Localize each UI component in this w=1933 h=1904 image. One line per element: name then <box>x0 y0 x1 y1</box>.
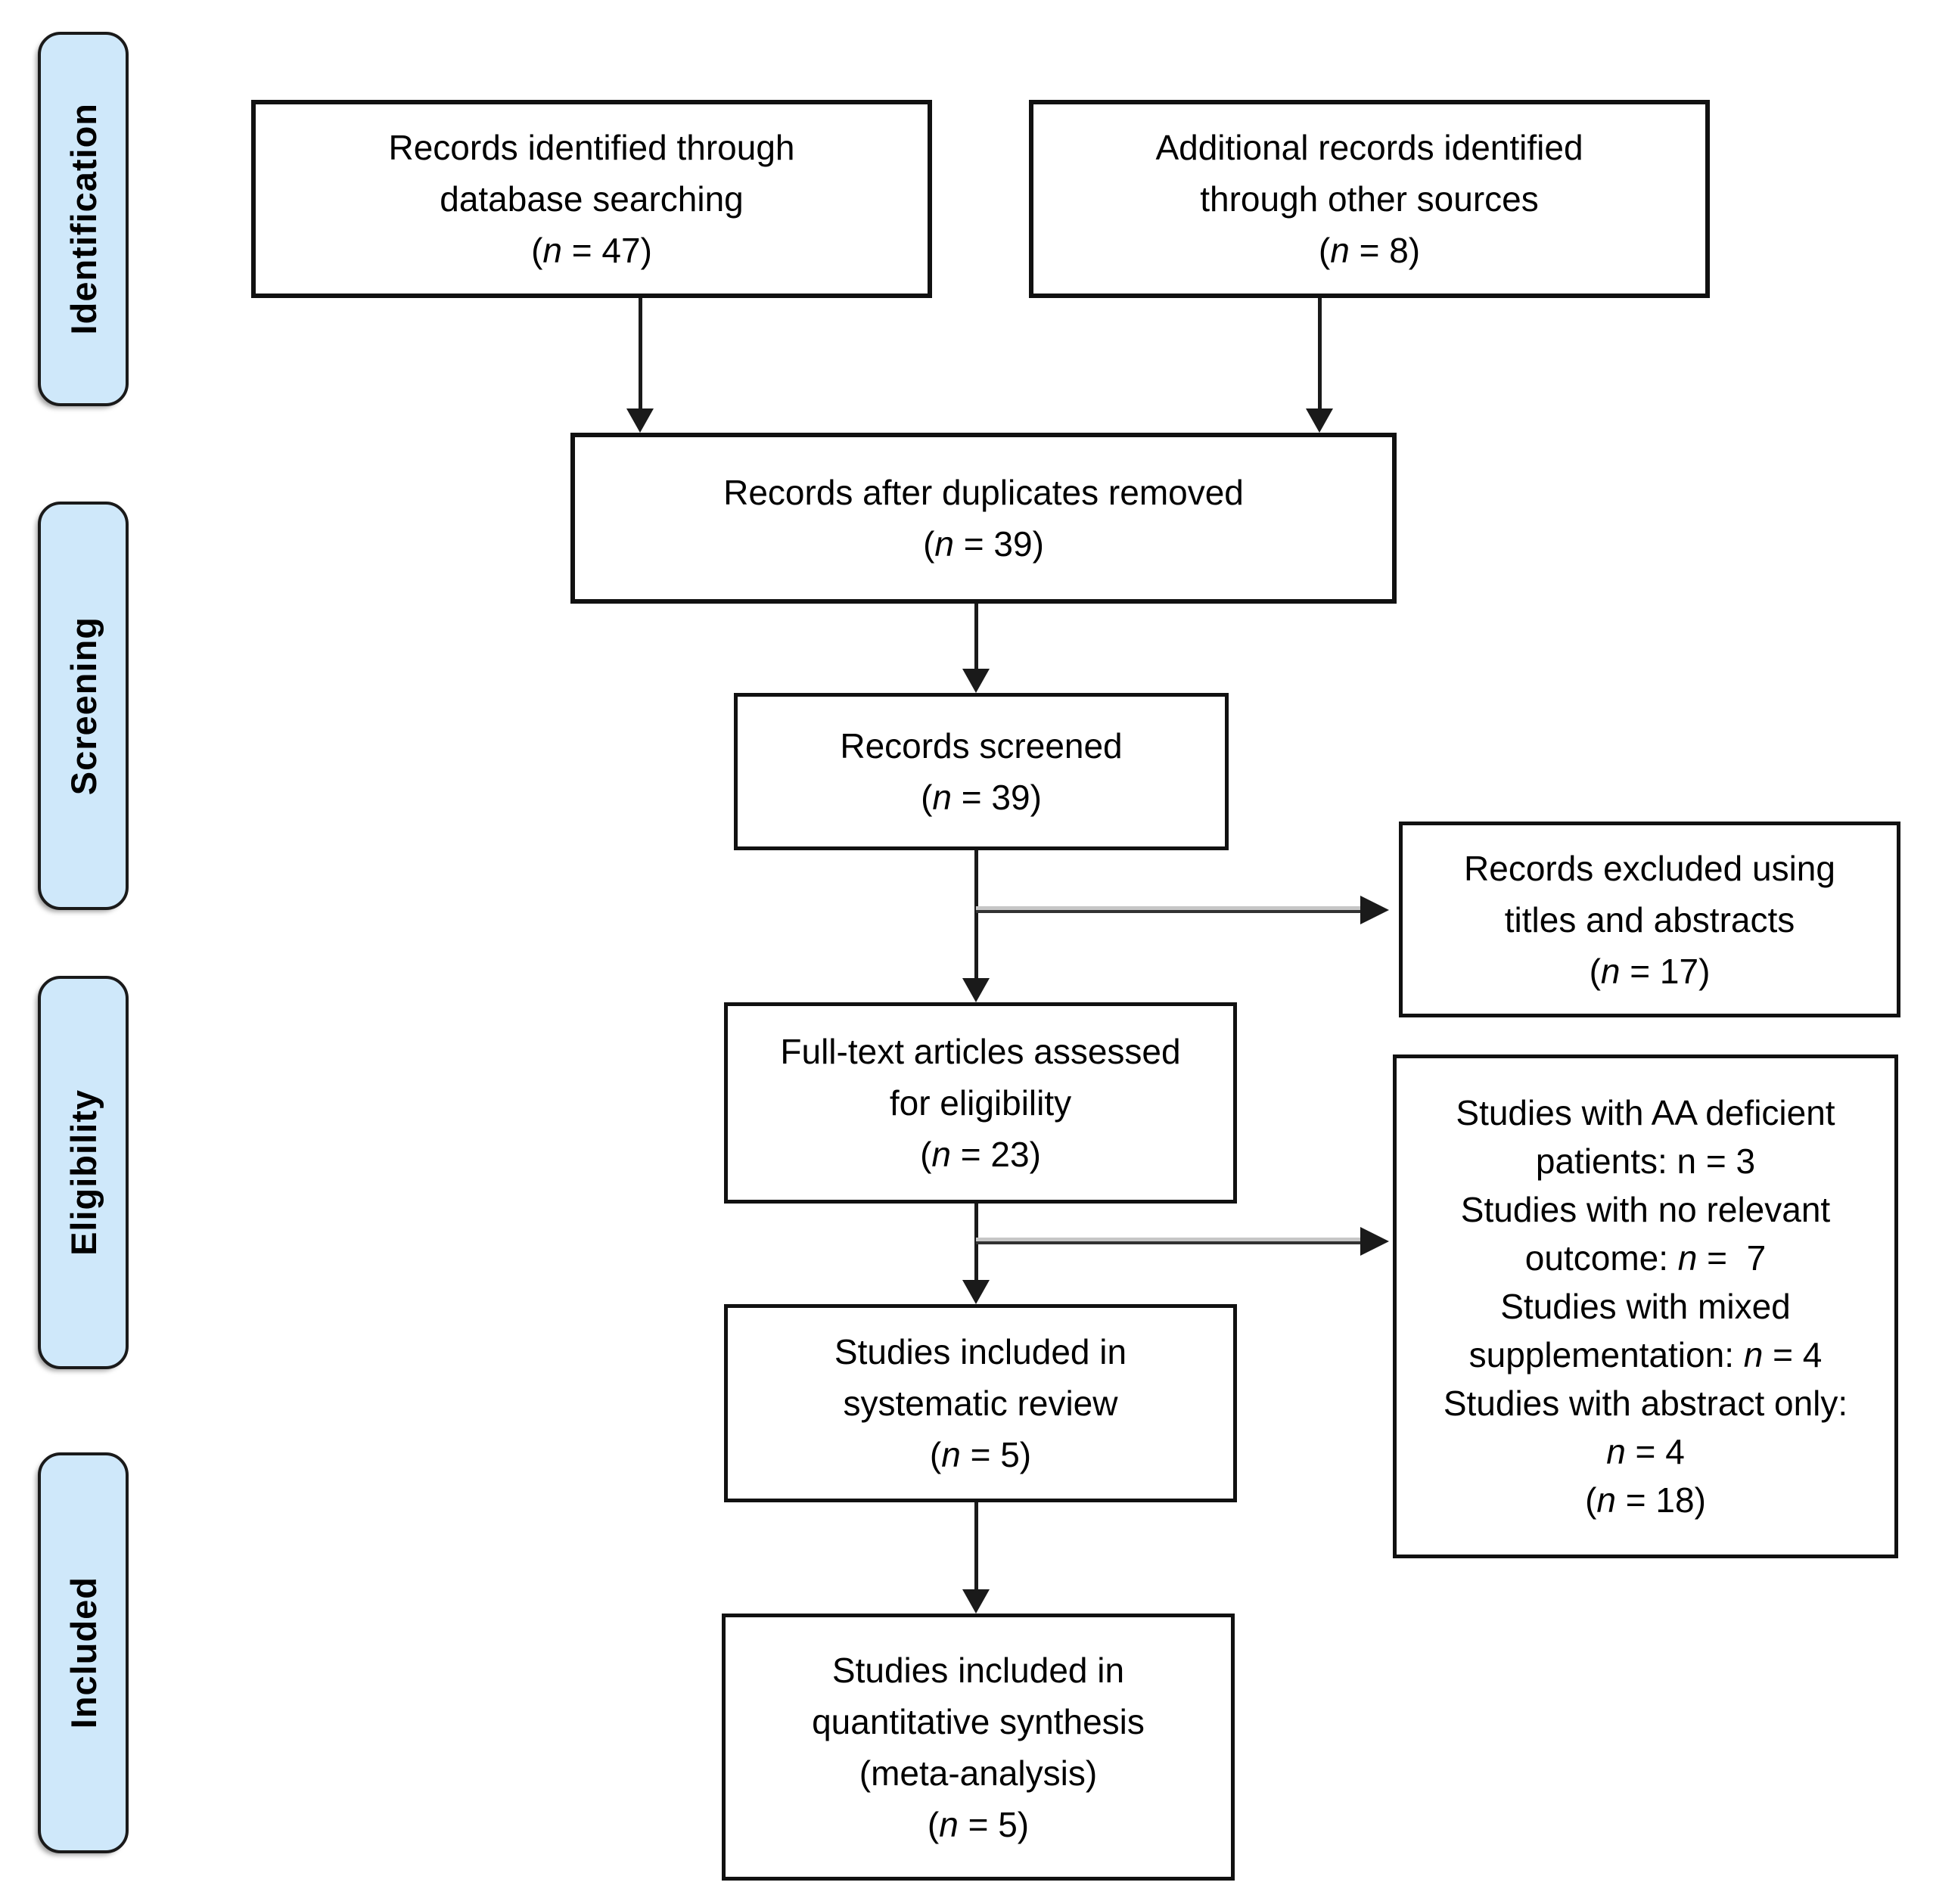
arrowhead-right-icon <box>1360 1227 1389 1256</box>
text-line: (n = 5) <box>929 1435 1032 1474</box>
text-line: Studies with AA deficient <box>1456 1093 1835 1132</box>
box-meta-analysis: Studies included in quantitative synthesi… <box>722 1614 1235 1881</box>
box-records-identified-text: Records identified through database searc… <box>272 122 911 276</box>
text-line: Records screened <box>840 726 1123 766</box>
box-fulltext-assessed: Full-text articles assessed for eligibili… <box>724 1002 1237 1204</box>
box-systematic-review-text: Studies included in systematic review (n =… <box>744 1326 1217 1480</box>
text-line: (n = 17) <box>1589 951 1711 991</box>
connector-systematic-to-meta <box>974 1502 978 1590</box>
arrowhead-right-icon <box>1360 896 1389 924</box>
text-line: systematic review <box>843 1384 1118 1423</box>
box-duplicates-removed-text: Records after duplicates removed (n = 39) <box>592 467 1375 570</box>
text-line: (n = 18) <box>1585 1480 1706 1520</box>
stage-label-included: Included <box>63 1576 104 1729</box>
box-fulltext-assessed-text: Full-text articles assessed for eligibili… <box>744 1026 1217 1180</box>
box-records-excluded-text: Records excluded using titles and abstrac… <box>1419 843 1880 997</box>
text-line: (n = 39) <box>923 524 1044 564</box>
text-line: quantitative synthesis <box>812 1701 1145 1741</box>
box-additional-records: Additional records identified through oth… <box>1029 100 1710 298</box>
text-line: Records after duplicates removed <box>723 473 1244 512</box>
stage-included: Included <box>38 1452 129 1853</box>
stage-screening: Screening <box>38 502 129 910</box>
text-line: Full-text articles assessed <box>780 1032 1181 1071</box>
arrowhead-down-icon <box>962 1280 990 1304</box>
text-line: for eligibility <box>889 1083 1072 1123</box>
text-line: through other sources <box>1200 179 1539 219</box>
text-line: Studies with mixed <box>1500 1287 1791 1326</box>
stage-eligibility: Eligibility <box>38 976 129 1369</box>
arrowhead-down-icon <box>626 408 654 433</box>
box-records-screened: Records screened (n = 39) <box>734 693 1229 850</box>
box-fulltext-excluded: Studies with AA deficient patients: n = 3… <box>1393 1054 1898 1558</box>
text-line: (n = 47) <box>531 231 652 270</box>
box-records-screened-text: Records screened (n = 39) <box>754 720 1208 823</box>
box-fulltext-excluded-text: Studies with AA deficient patients: n = 3… <box>1413 1089 1878 1524</box>
connector-screened-to-fulltext <box>974 850 978 979</box>
text-line: patients: n = 3 <box>1535 1141 1756 1181</box>
connector-deduplicated-to-screened <box>974 604 978 670</box>
box-records-identified: Records identified through database searc… <box>251 100 932 298</box>
box-additional-records-text: Additional records identified through oth… <box>1050 122 1689 276</box>
stage-label-screening: Screening <box>63 616 104 796</box>
stage-label-identification: Identification <box>63 103 104 335</box>
text-line: Additional records identified <box>1155 128 1583 167</box>
connector-additional-to-deduplicated <box>1318 298 1322 410</box>
text-line: Records excluded using <box>1464 848 1835 888</box>
text-line: supplementation: n = 4 <box>1468 1335 1823 1374</box>
connector-fulltext-to-fulltext-excluded <box>976 1238 1362 1244</box>
stage-identification: Identification <box>38 32 129 406</box>
text-line: titles and abstracts <box>1504 899 1795 940</box>
connector-screened-to-excluded <box>976 906 1362 913</box>
text-line: (meta-analysis) <box>859 1753 1098 1793</box>
arrowhead-down-icon <box>962 1589 990 1614</box>
text-line: Records identified through <box>388 128 795 167</box>
connector-identified-to-deduplicated <box>639 298 642 410</box>
text-line: (n = 39) <box>921 778 1042 817</box>
arrowhead-down-icon <box>962 669 990 693</box>
text-line: Studies with no relevant <box>1460 1190 1831 1229</box>
box-meta-analysis-text: Studies included in quantitative synthesi… <box>742 1645 1214 1850</box>
arrowhead-down-icon <box>962 978 990 1002</box>
box-systematic-review: Studies included in systematic review (n =… <box>724 1304 1237 1502</box>
text-line: (n = 8) <box>1318 231 1421 270</box>
text-line: Studies included in <box>831 1650 1125 1690</box>
stage-label-eligibility: Eligibility <box>63 1089 104 1256</box>
box-records-excluded: Records excluded using titles and abstrac… <box>1399 822 1900 1017</box>
text-line: Studies included in <box>834 1332 1127 1371</box>
text-line: database searching <box>440 179 744 219</box>
text-line: (n = 23) <box>920 1135 1041 1174</box>
arrowhead-down-icon <box>1306 408 1333 433</box>
text-line: (n = 5) <box>927 1804 1030 1844</box>
text-line: n = 4 <box>1606 1432 1685 1471</box>
text-line: outcome: n = 7 <box>1524 1238 1767 1278</box>
text-line: Studies with abstract only: <box>1443 1384 1848 1423</box>
box-duplicates-removed: Records after duplicates removed (n = 39) <box>570 433 1397 604</box>
